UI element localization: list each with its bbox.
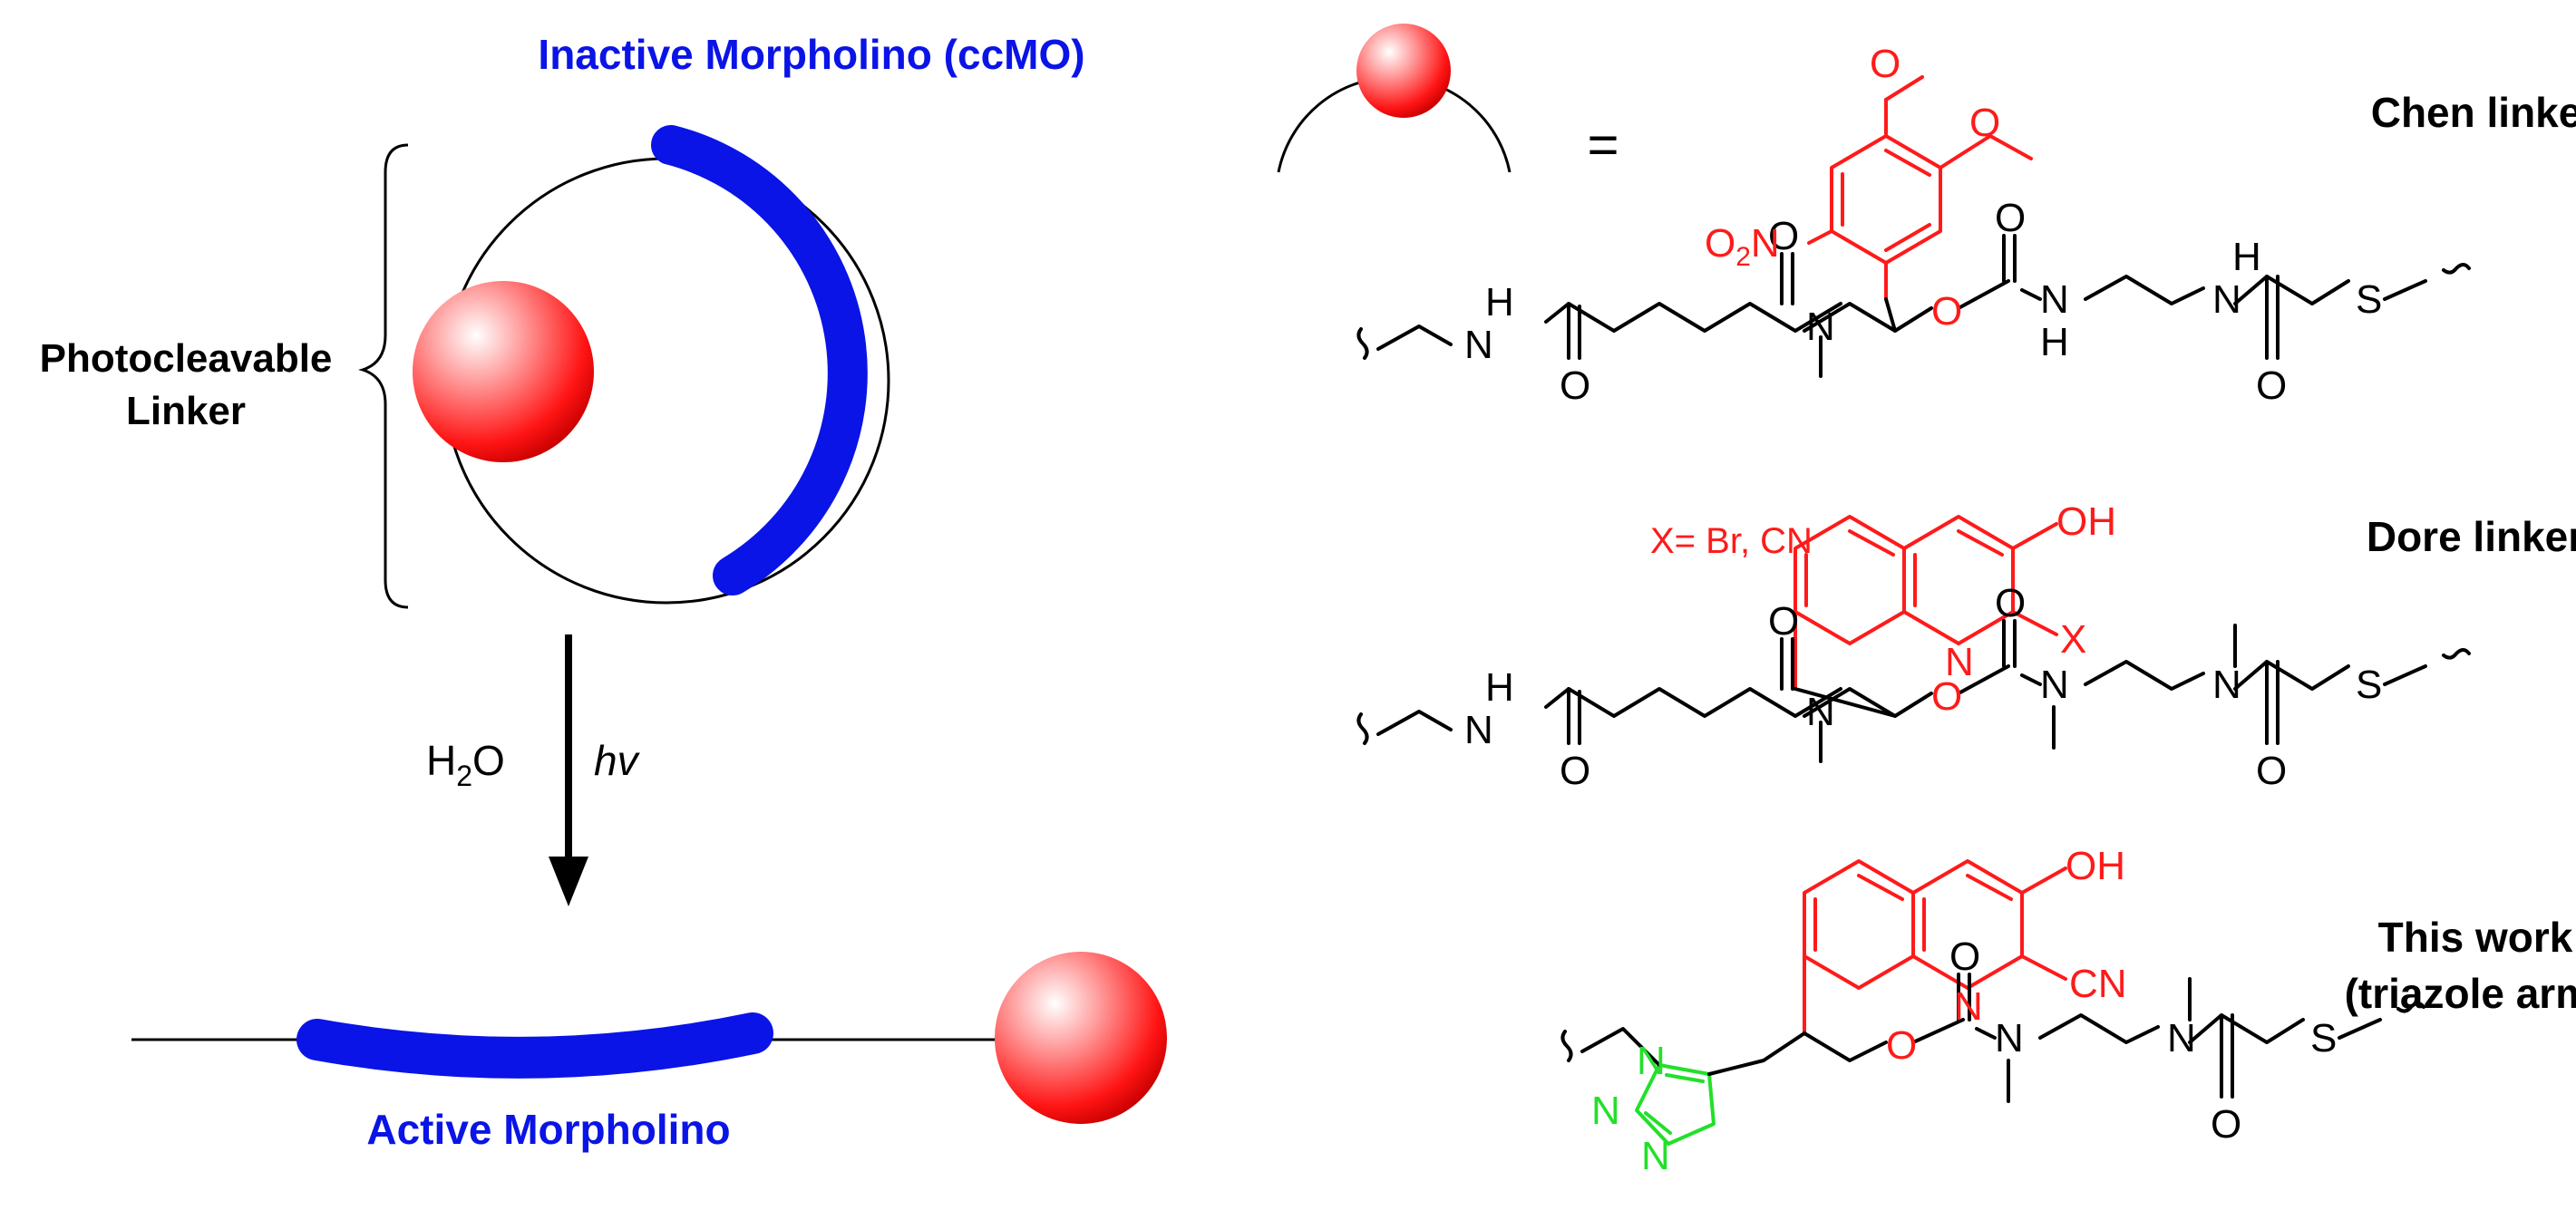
chen-linker-structure: N H O O N O O N H N H O S O O O2N (1356, 42, 2471, 408)
atom-label: N (1806, 305, 1835, 349)
morpholino-strand-linear (296, 1012, 773, 1079)
legend-equals: = (1587, 114, 1619, 175)
atom-label: N (1954, 984, 1983, 1029)
atom-label: N (1464, 323, 1493, 367)
label-part: O (472, 737, 505, 784)
atom-label: O (1931, 674, 1962, 719)
label-part: 2 (456, 760, 472, 792)
atom-label: CN (2069, 962, 2127, 1006)
atom-label: N (2040, 663, 2069, 707)
dore-substituent-note: X= Br, CN (1650, 521, 1813, 561)
atom-label: O (1931, 289, 1962, 334)
inactive-morpholino-title: Inactive Morpholino (ccMO) (538, 31, 1084, 78)
atom-label: O (1969, 101, 2000, 145)
atom-label: N (1806, 690, 1835, 734)
atom-label: X (2060, 617, 2086, 662)
light-label: hv (594, 737, 641, 784)
atom-label: N (1641, 1134, 1670, 1178)
atom-label: S (2310, 1016, 2337, 1060)
bracket (358, 143, 409, 609)
label-part: O (1705, 221, 1735, 266)
atom-label: H (2232, 235, 2261, 279)
atom-label: S (2356, 663, 2382, 707)
atom-label: N (1637, 1039, 1666, 1083)
atom-label: O (1886, 1023, 1917, 1068)
this-work-name-line1: This work (2378, 914, 2573, 961)
active-morpholino-title: Active Morpholino (366, 1106, 730, 1153)
label-part: 2 (1735, 242, 1751, 272)
chen-linker-name: Chen linker (2371, 89, 2576, 136)
photocleavable-group-sphere (413, 281, 594, 462)
atom-label: OH (2066, 844, 2125, 888)
atom-label: N (1995, 1016, 2024, 1060)
label-part: N (1751, 221, 1780, 266)
atom-label: H (1485, 280, 1514, 324)
atom-label: N (1464, 708, 1493, 752)
atom-label: O (2256, 749, 2287, 793)
atom-label: O (1995, 581, 2026, 625)
atom-label: O (1870, 42, 1900, 86)
atom-label: O (1768, 599, 1799, 644)
dore-linker-name: Dore linker (2367, 513, 2576, 560)
atom-label: S (2356, 277, 2382, 322)
atom-label: OH (2056, 499, 2116, 544)
atom-label: H (1485, 665, 1514, 710)
atom-label: N (2167, 1016, 2196, 1060)
atom-label: N (1591, 1089, 1620, 1133)
atom-label: O (1560, 363, 1590, 408)
reaction-arrow-head (549, 857, 588, 906)
bracket-label-line1: Photocleavable (40, 336, 333, 381)
atom-label: O (2256, 363, 2287, 408)
atom-label: N (2212, 277, 2241, 322)
this-work-structure: N N N O O N N O S N OH CN (1560, 844, 2425, 1178)
legend-sphere (1356, 24, 1451, 118)
atom-label: O (1995, 196, 2026, 240)
morpholino-strand-cyclic (651, 125, 868, 595)
atom-label: N (1945, 640, 1974, 684)
label-part: H (426, 737, 456, 784)
atom-label: O (1768, 214, 1799, 258)
dore-linker-structure: N H O O N O O N N O S N OH X (1356, 499, 2471, 793)
bracket-label-line2: Linker (126, 389, 246, 433)
atom-label: O (1949, 934, 1980, 979)
atom-label: H (2040, 320, 2069, 364)
water-label: H2O (426, 737, 505, 792)
atom-label: N (2040, 277, 2069, 322)
released-group-sphere (995, 952, 1167, 1124)
atom-label: O2N (1705, 221, 1780, 272)
atom-label: O (2211, 1102, 2241, 1147)
atom-label: O (1560, 749, 1590, 793)
atom-label: N (2212, 663, 2241, 707)
this-work-name-line2: (triazole arm) (2345, 970, 2576, 1017)
